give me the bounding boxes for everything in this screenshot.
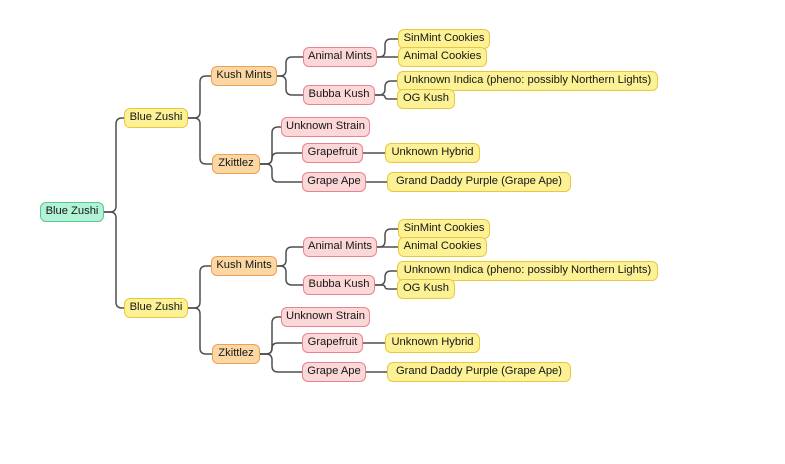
node-animal-cookies-lower[interactable]: Animal Cookies [398, 237, 487, 257]
node-grapefruit-lower[interactable]: Grapefruit [302, 333, 363, 353]
edge-line [272, 75, 304, 96]
edge-line [259, 163, 303, 183]
edge-line [372, 284, 398, 290]
edge-line [272, 246, 304, 267]
edge-line [259, 316, 282, 355]
edge-line [187, 75, 212, 119]
edge-line [272, 265, 304, 286]
node-unknown-hybrid-upper[interactable]: Unknown Hybrid [385, 143, 480, 163]
edge-line [259, 353, 303, 373]
node-unknown-strain-lower[interactable]: Unknown Strain [281, 307, 370, 327]
edge-line [372, 80, 398, 96]
node-sinmint-cookies-upper[interactable]: SinMint Cookies [398, 29, 490, 49]
edge-line [372, 94, 398, 100]
node-blue-zushi-lower[interactable]: Blue Zushi [124, 298, 188, 318]
node-root-blue-zushi[interactable]: Blue Zushi [40, 202, 104, 222]
edge-line [187, 117, 213, 165]
node-og-kush-lower[interactable]: OG Kush [397, 279, 455, 299]
edge-line [259, 342, 303, 355]
edge-line [259, 126, 282, 165]
node-grape-ape-upper[interactable]: Grape Ape [302, 172, 366, 192]
node-unknown-strain-upper[interactable]: Unknown Strain [281, 117, 370, 137]
edge-line [259, 152, 303, 165]
node-unknown-hybrid-lower[interactable]: Unknown Hybrid [385, 333, 480, 353]
node-zkittlez-lower[interactable]: Zkittlez [212, 344, 260, 364]
node-kush-mints-lower[interactable]: Kush Mints [211, 256, 277, 276]
node-sinmint-cookies-lower[interactable]: SinMint Cookies [398, 219, 490, 239]
node-blue-zushi-upper[interactable]: Blue Zushi [124, 108, 188, 128]
edge-line [272, 56, 304, 77]
node-animal-mints-upper[interactable]: Animal Mints [303, 47, 377, 67]
node-unknown-indica-upper[interactable]: Unknown Indica (pheno: possibly Northern… [397, 71, 658, 91]
node-animal-mints-lower[interactable]: Animal Mints [303, 237, 377, 257]
node-grapefruit-upper[interactable]: Grapefruit [302, 143, 363, 163]
tree-edges [103, 38, 399, 373]
edge-line [372, 270, 398, 286]
node-grand-daddy-purple-lower[interactable]: Grand Daddy Purple (Grape Ape) [387, 362, 571, 382]
node-animal-cookies-upper[interactable]: Animal Cookies [398, 47, 487, 67]
edge-line [103, 211, 125, 309]
edge-line [187, 307, 213, 355]
node-kush-mints-upper[interactable]: Kush Mints [211, 66, 277, 86]
node-grape-ape-lower[interactable]: Grape Ape [302, 362, 366, 382]
node-grand-daddy-purple-upper[interactable]: Grand Daddy Purple (Grape Ape) [387, 172, 571, 192]
edge-line [103, 117, 125, 213]
node-og-kush-upper[interactable]: OG Kush [397, 89, 455, 109]
node-zkittlez-upper[interactable]: Zkittlez [212, 154, 260, 174]
edge-line [187, 265, 212, 309]
node-unknown-indica-lower[interactable]: Unknown Indica (pheno: possibly Northern… [397, 261, 658, 281]
node-bubba-kush-lower[interactable]: Bubba Kush [303, 275, 375, 295]
node-bubba-kush-upper[interactable]: Bubba Kush [303, 85, 375, 105]
